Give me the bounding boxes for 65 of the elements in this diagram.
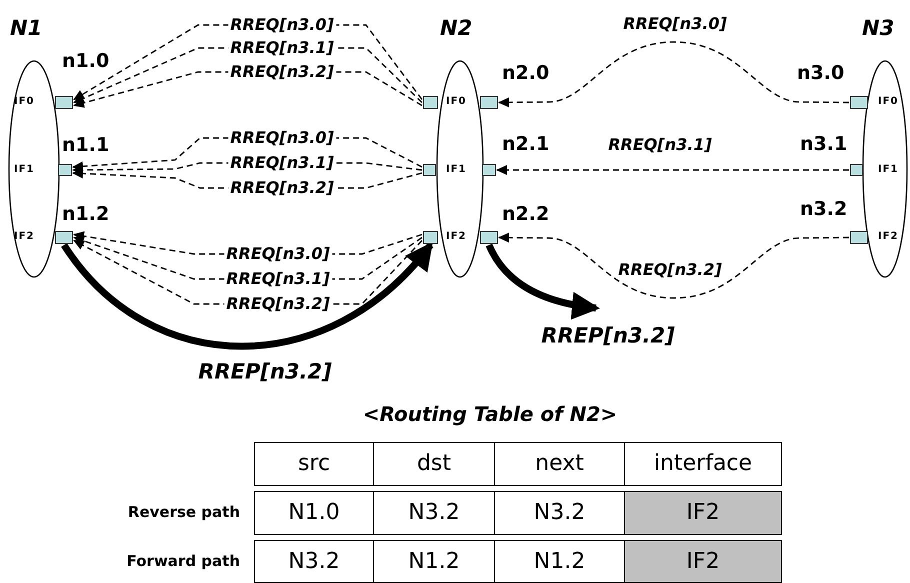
edge-label: RREQ[n3.0] <box>621 15 729 33</box>
interface-name: IF2 <box>14 232 35 242</box>
interface-port <box>850 231 868 244</box>
edge-label: RREQ[n3.1] <box>228 154 336 172</box>
address-label: n2.0 <box>502 64 550 83</box>
edge-label: RREQ[n3.1] <box>224 270 332 288</box>
dashed-arrow <box>498 232 849 299</box>
thick-arrow <box>486 243 600 319</box>
interface-name: IF2 <box>878 232 899 242</box>
edge-label: RREQ[n3.2] <box>616 261 724 279</box>
interface-port <box>55 231 73 244</box>
edge-label: RREQ[n3.2] <box>224 295 332 313</box>
table-cell: N3.2 <box>373 491 495 535</box>
address-label: n2.1 <box>502 135 550 154</box>
dashed-arrow <box>498 41 849 108</box>
table-cell: N1.0 <box>254 491 374 535</box>
interface-port <box>423 164 436 176</box>
table-cell: interface <box>624 442 782 486</box>
interface-port <box>480 231 498 244</box>
address-label: n3.2 <box>800 200 848 219</box>
table-cell: N1.2 <box>373 540 495 583</box>
address-label: n1.1 <box>62 136 110 155</box>
address-label: n1.2 <box>62 205 110 224</box>
address-label: n3.0 <box>797 64 844 83</box>
table-cell: dst <box>373 442 495 486</box>
table-cell: next <box>494 442 625 486</box>
edge-label: RREP[n3.2] <box>539 324 677 348</box>
interface-port <box>423 96 438 109</box>
address-label: n2.2 <box>502 205 550 224</box>
interface-port <box>850 164 863 176</box>
thick-arrow <box>61 242 434 350</box>
interface-port <box>850 96 868 109</box>
node-title: N3 <box>862 18 894 39</box>
interface-name: IF1 <box>446 165 467 175</box>
interface-port <box>423 231 438 244</box>
interface-name: IF2 <box>446 232 467 242</box>
address-label: n1.0 <box>62 52 110 71</box>
node-title: N2 <box>440 18 472 39</box>
interface-port <box>55 96 73 109</box>
interface-port <box>480 96 498 109</box>
dashed-arrow <box>496 165 849 175</box>
edge-label: RREQ[n3.0] <box>228 129 336 147</box>
node-title: N1 <box>10 18 42 39</box>
edge-label: RREQ[n3.1] <box>606 136 714 154</box>
table-cell: N3.2 <box>254 540 374 583</box>
row-label: Reverse path <box>128 505 240 520</box>
interface-port <box>482 164 496 176</box>
interface-port <box>58 164 72 176</box>
table-title: <Routing Table of N2> <box>362 404 618 424</box>
edge-label: RREQ[n3.1] <box>228 39 336 57</box>
edge-label: RREQ[n3.0] <box>224 245 332 263</box>
edge-label: RREQ[n3.2] <box>228 63 336 81</box>
interface-name: IF0 <box>446 97 467 107</box>
edge-label: RREQ[n3.0] <box>228 16 336 34</box>
table-cell: IF2 <box>624 491 782 535</box>
interface-name: IF0 <box>14 97 35 107</box>
interface-name: IF1 <box>14 165 35 175</box>
table-cell: IF2 <box>624 540 782 583</box>
edge-label: RREQ[n3.2] <box>228 179 336 197</box>
row-label: Forward path <box>126 554 240 569</box>
interface-name: IF1 <box>878 165 899 175</box>
edge-label: RREP[n3.2] <box>196 360 334 384</box>
table-cell: src <box>254 442 374 486</box>
address-label: n3.1 <box>800 135 848 154</box>
interface-name: IF0 <box>878 97 899 107</box>
